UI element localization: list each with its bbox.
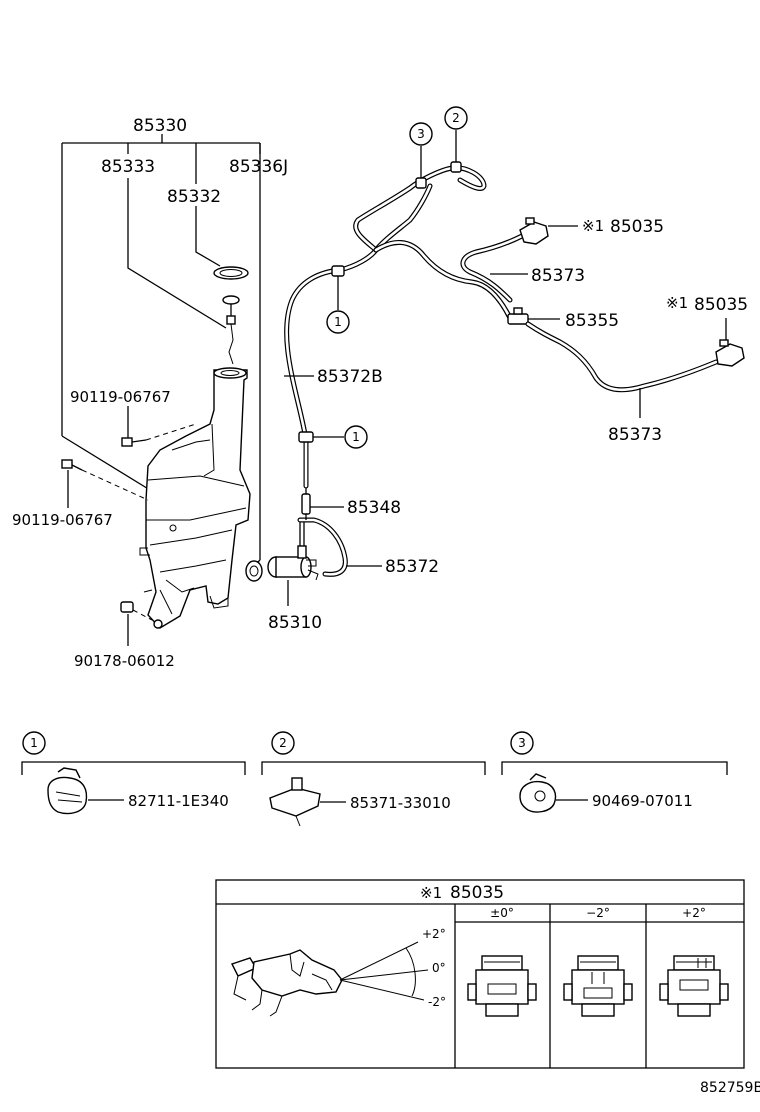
label-85373-upper: 85373 [531,266,585,286]
legend-marker-3-text: 3 [518,736,526,750]
legend-marker-2 [271,731,295,755]
label-90119-lower: 90119-06767 [12,511,113,529]
grommet-85336J [245,560,263,582]
label-90119-upper: 90119-06767 [70,388,171,406]
legend-clip-2: 2 85371-33010 [261,731,486,827]
note-symbol-right: ※1 [666,294,688,312]
label-85332: 85332 [167,187,221,207]
legend-marker-3 [510,731,534,755]
level-gauge-85333 [222,295,240,365]
hose-85373-lower [525,321,719,393]
inset-85035: ※1 85035 ±0° −2° +2° +2° 0° -2° [215,879,745,1069]
inset-nozzle-side-view [231,949,343,1017]
legend-part-90469: 90469-07011 [592,792,693,810]
label-85035-right: 85035 [694,295,748,315]
nozzle-85035-right [715,339,745,367]
clip-82711-icon [47,767,88,815]
marker-3-text: 3 [417,127,425,141]
marker-1-lower [344,425,368,449]
marker-1-upper [326,310,350,334]
bolt-90119-lower [61,459,149,501]
legend-marker-1 [22,731,46,755]
inset-title-part: 85035 [450,883,504,903]
leader-85333 [127,178,227,329]
marker-1-lower-text: 1 [352,430,360,444]
label-90178: 90178-06012 [74,652,175,670]
bolt-90119-upper [121,423,197,447]
label-85035-upper: 85035 [610,217,664,237]
clip-85371-icon [269,777,321,827]
label-85333: 85333 [101,157,155,177]
diagram-code: 852759B [700,1080,760,1096]
clip-1-upper [331,265,345,277]
clip-2-on-hose [450,161,462,173]
marker-1-upper-text: 1 [334,315,342,329]
legend-marker-1-text: 1 [30,736,38,750]
marker-3 [409,122,433,146]
marker-2 [444,106,468,130]
clip-3-on-hose [415,177,427,189]
label-85330: 85330 [133,116,187,136]
group-bracket-85330: 85330 [61,116,261,567]
clip-1-lower [298,431,314,443]
nut-90178 [120,601,153,621]
legend-marker-2-text: 2 [279,736,287,750]
label-85372: 85372 [385,557,439,577]
inset-nozzle-front-plus [659,955,729,1017]
note-symbol-upper: ※1 [582,217,604,235]
inset-title-symbol: ※1 [420,884,442,902]
clip-90469-icon [519,773,557,813]
legend-part-85371: 85371-33010 [350,794,451,812]
legend-clip-1: 1 82711-1E340 [21,731,246,815]
cap-85332 [213,266,249,280]
label-85336J: 85336J [229,157,288,177]
leader-85332 [195,206,221,267]
label-85372B: 85372B [317,367,383,387]
check-valve-85348 [301,486,311,520]
legend-part-82711: 82711-1E340 [128,792,229,810]
label-85348: 85348 [347,498,401,518]
label-85355: 85355 [565,311,619,331]
inset-angle-zero: 0° [432,961,446,975]
washer-tank [139,367,251,629]
inset-col-plus: +2° [682,906,706,920]
inset-nozzle-front-zero [467,955,537,1017]
inset-angle-minus: -2° [428,995,446,1009]
marker-2-text: 2 [452,111,460,125]
inset-col-minus: −2° [586,906,610,920]
washer-pump-85310 [267,520,319,581]
joint-85355 [507,307,529,325]
nozzle-85035-upper [519,217,549,245]
inset-col-zero: ±0° [490,906,514,920]
label-85373-lower: 85373 [608,425,662,445]
label-85310: 85310 [268,613,322,633]
inset-nozzle-front-minus [563,955,633,1017]
legend-clip-3: 3 90469-07011 [501,731,728,813]
inset-angle-plus: +2° [422,927,446,941]
